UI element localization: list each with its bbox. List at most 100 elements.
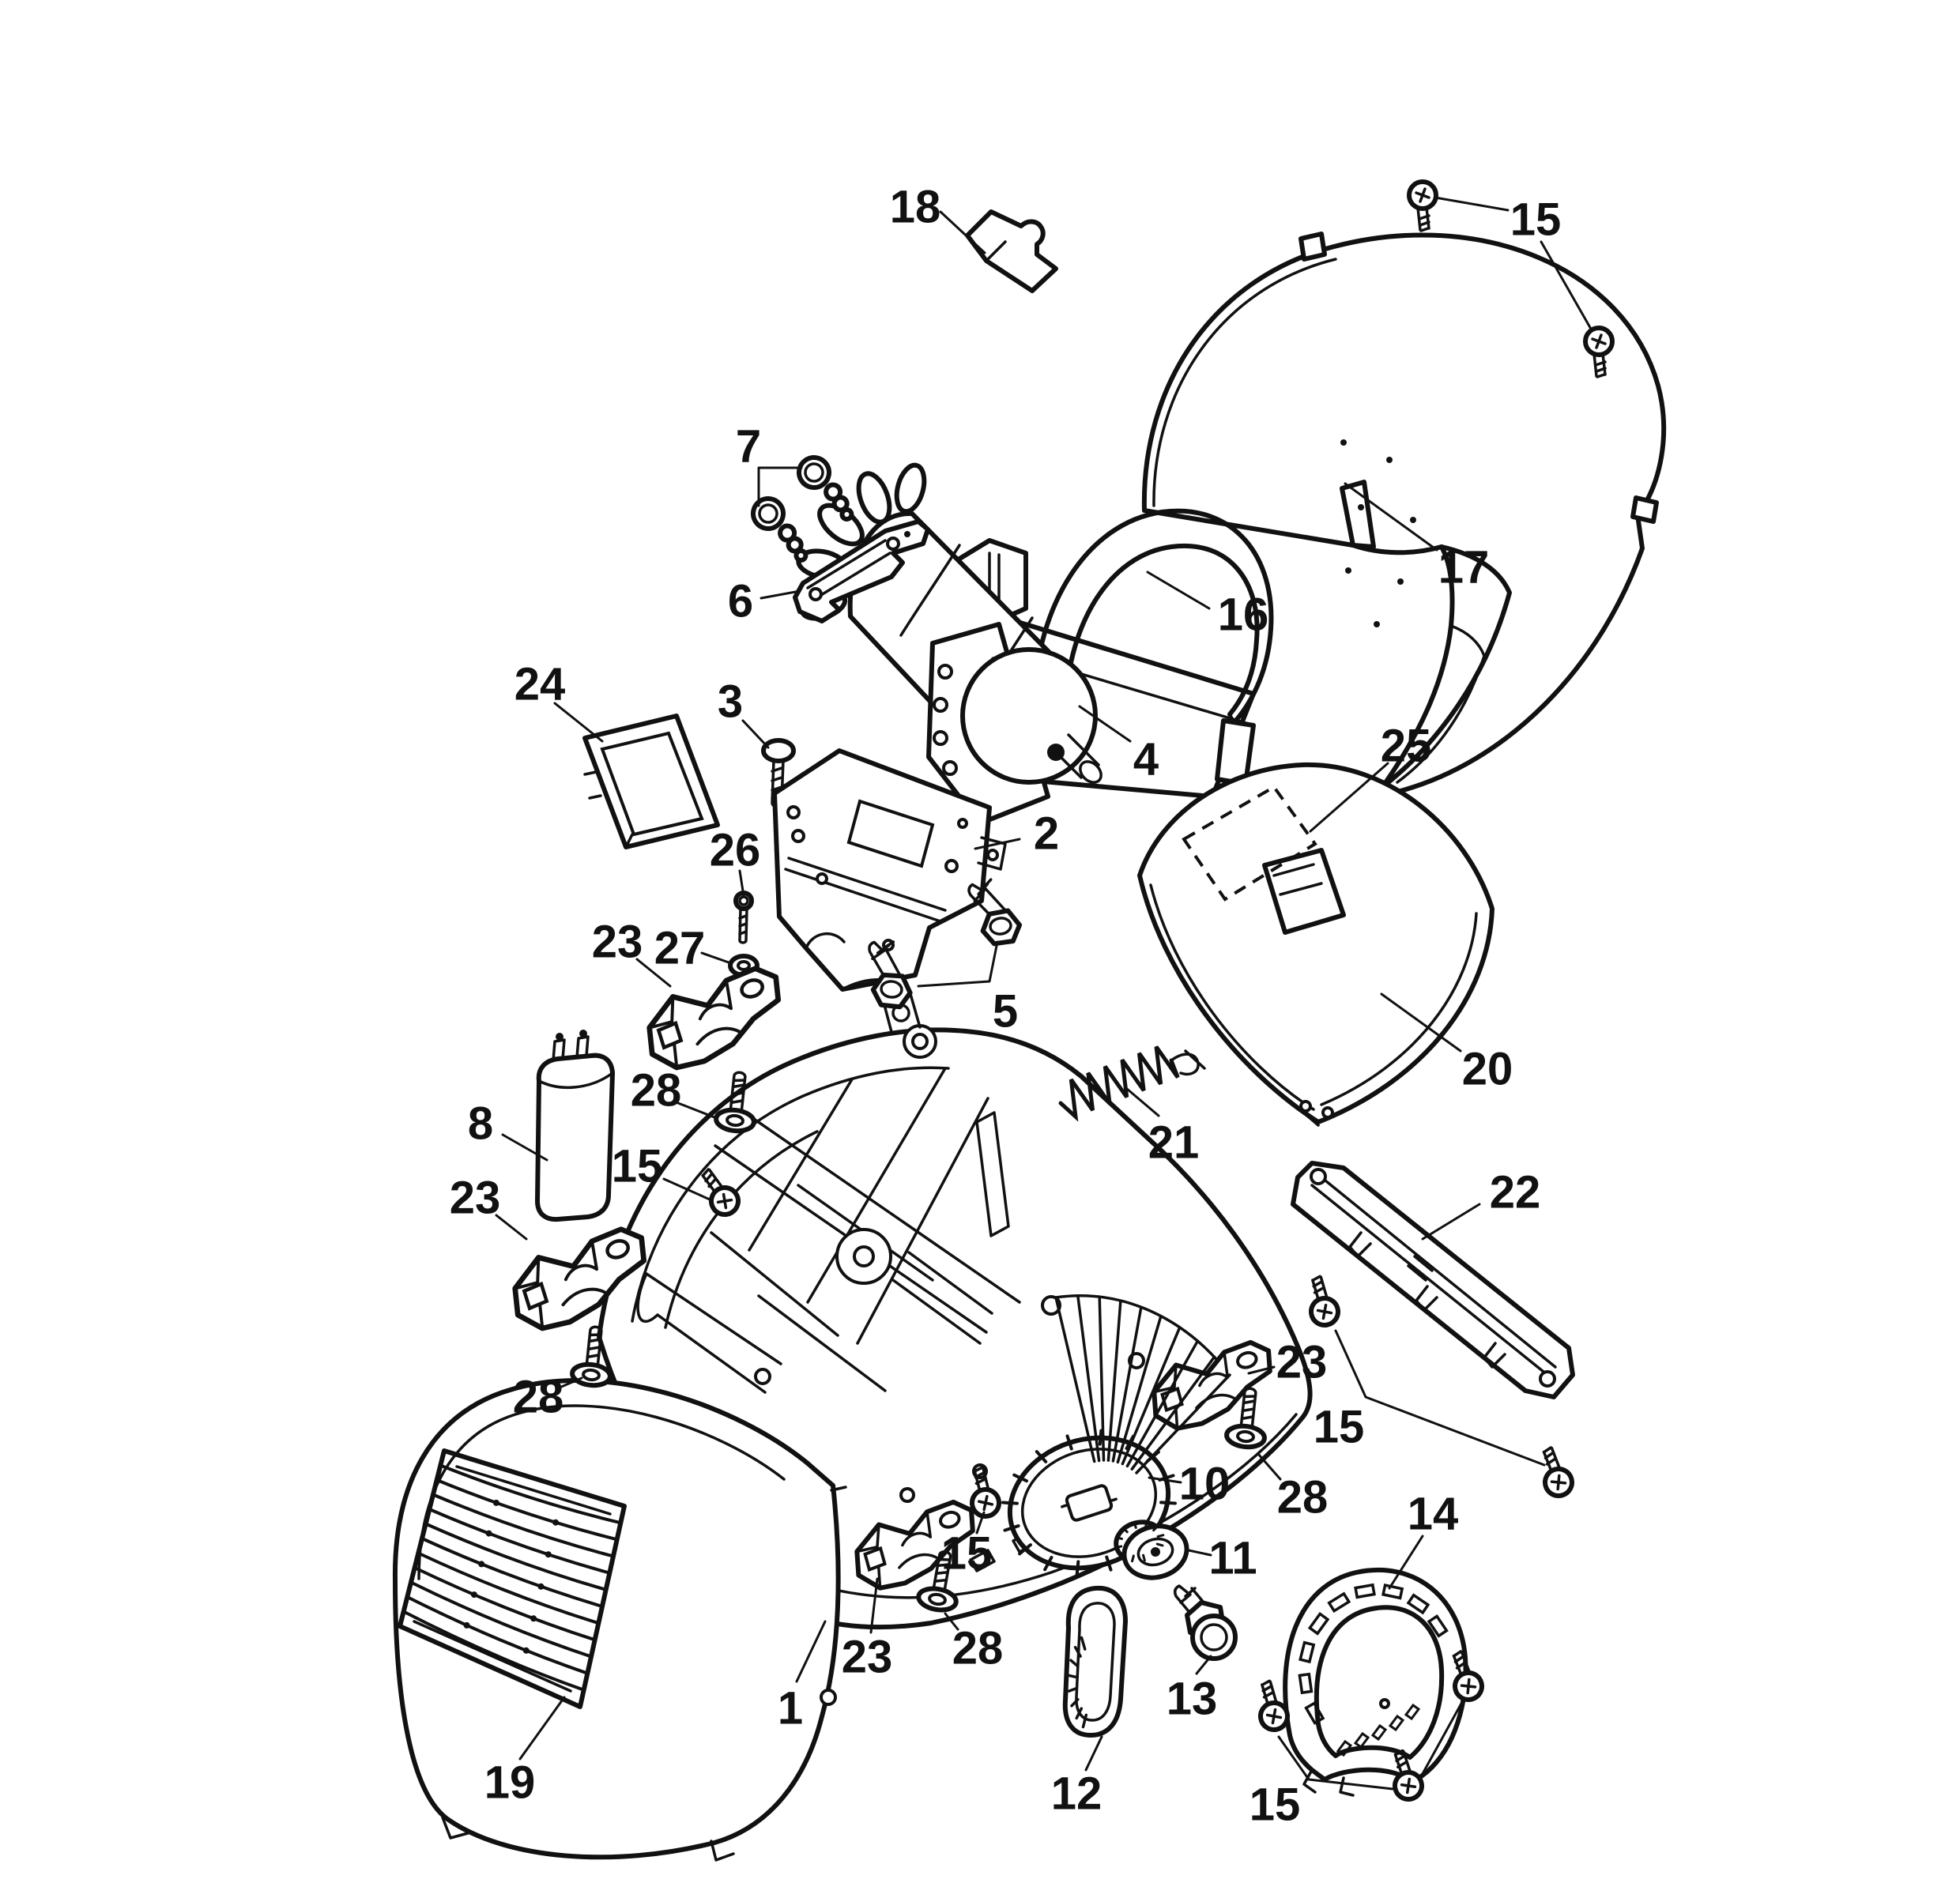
detail-line: [435, 1478, 619, 1542]
part-17-rear-hood: [1141, 232, 1667, 797]
part-12-drive-belt: [1062, 1585, 1128, 1738]
detail-line: [1121, 1326, 1182, 1466]
detail-line: [1098, 1429, 1103, 1446]
detail-line: [1115, 1536, 1123, 1540]
leader-line-20: [1380, 992, 1462, 1053]
part-15-screw: [1305, 1275, 1340, 1327]
leader-line-4: [1078, 705, 1132, 743]
callout-3-screw: 3: [718, 676, 743, 728]
leader-line-3: [741, 719, 770, 749]
detail-line: [1003, 1524, 1020, 1532]
leader-line-23: [635, 958, 672, 988]
detail-line: [1307, 1611, 1330, 1636]
grille-dot: [530, 1615, 537, 1622]
part-7-screw: [746, 496, 814, 561]
part-13-flange-bolt: [1173, 1584, 1238, 1661]
callout-2-motor-mount-plate: 2: [1034, 808, 1059, 860]
leader-line-23: [495, 1214, 528, 1241]
callout-8-capacitor: 8: [468, 1098, 493, 1150]
leader-line-22: [1421, 1203, 1481, 1241]
callout-15-screw: 15: [1250, 1779, 1301, 1831]
detail-line: [1130, 1355, 1216, 1471]
callout-23-clamp-bracket: 23: [842, 1632, 893, 1683]
grille-dot: [463, 1621, 470, 1629]
leader-line-19: [518, 1696, 566, 1761]
detail-line: [1035, 1450, 1048, 1463]
part-24-filter-frame: [582, 714, 720, 849]
leader-line-28: [558, 1376, 583, 1389]
leader-line-15: [1540, 240, 1593, 332]
detail-line: [413, 1566, 597, 1642]
grille-dot: [470, 1591, 477, 1599]
callout-26-screw-small: 26: [710, 825, 761, 876]
detail-line: [420, 1537, 604, 1608]
callout-11-motor-pulley: 11: [1208, 1533, 1257, 1584]
detail-line: [1105, 1555, 1113, 1572]
detail-line: [1075, 1560, 1080, 1577]
detail-line: [1144, 1520, 1148, 1529]
detail-line: [1054, 1296, 1096, 1463]
detail-line: [1073, 1645, 1082, 1658]
detail-line: [1001, 1501, 1019, 1505]
detail-line: [1304, 1701, 1325, 1725]
part-22-retainer-rail: [1291, 1161, 1575, 1399]
leader-line-10: [1148, 1476, 1182, 1484]
detail-line: [1125, 1339, 1200, 1468]
grille-dot: [478, 1561, 485, 1568]
callout-23-clamp-bracket: 23: [450, 1173, 501, 1224]
detail-line: [1159, 1501, 1177, 1505]
part-15-screw: [1536, 1444, 1575, 1499]
leader-line-28: [677, 1102, 716, 1119]
parts-layer: [392, 182, 1667, 1862]
detail-line: [1075, 1707, 1084, 1720]
leader-line-24: [553, 702, 604, 743]
callout-17-rear-hood: 17: [1438, 542, 1490, 593]
leader-line-28: [1257, 1452, 1282, 1481]
detail-line: [409, 1580, 593, 1659]
leader-line-25: [1309, 762, 1389, 833]
leader-line-23: [869, 1577, 879, 1634]
detail-line: [1354, 1583, 1376, 1599]
detail-line: [405, 1595, 590, 1675]
leader-line-15: [975, 1511, 986, 1535]
callout-15-screw: 15: [1314, 1402, 1365, 1453]
part-26-screw-small: [733, 891, 754, 944]
detail-line: [416, 1551, 601, 1625]
part-15-screw: [1409, 182, 1436, 231]
part-5-carriage-bolt: [968, 876, 1022, 946]
detail-line: [1076, 1294, 1101, 1463]
leader-line-27: [700, 951, 730, 964]
detail-line: [1069, 1659, 1079, 1667]
callout-15-screw: 15: [941, 1528, 993, 1580]
callout-24-filter-frame: 24: [514, 659, 566, 710]
callout-5-carriage-bolts: 5: [993, 986, 1018, 1037]
callout-28-shoulder-screw: 28: [513, 1372, 564, 1423]
callout-18-latch-clip: 18: [890, 182, 941, 233]
callout-15-screw: 15: [612, 1141, 663, 1192]
callout-10-fan-gear: 10: [1179, 1459, 1231, 1510]
part-7-screw: [792, 455, 860, 520]
leader-line-17: [1344, 482, 1438, 552]
callout-15-screw: 15: [1510, 194, 1562, 246]
detail-line: [1155, 1542, 1164, 1547]
detail-line: [1116, 1314, 1163, 1464]
detail-line: [1298, 1640, 1316, 1664]
leader-line-23: [1247, 1365, 1276, 1375]
detail-line: [1133, 1521, 1137, 1529]
detail-line: [1388, 1714, 1405, 1732]
detail-line: [1081, 1713, 1088, 1729]
callout-22-retainer-rail: 22: [1490, 1167, 1541, 1218]
callout-7-mounting-screws: 7: [736, 421, 761, 473]
leader-line-8: [501, 1133, 548, 1162]
detail-line: [1135, 1373, 1231, 1474]
detail-line: [1404, 1703, 1421, 1721]
detail-line: [1106, 1299, 1122, 1462]
leader-line-15: [662, 1177, 711, 1201]
detail-line: [1353, 1731, 1370, 1749]
grille-dot: [522, 1647, 530, 1654]
grille-dot: [485, 1530, 492, 1537]
detail-line: [1151, 1550, 1157, 1557]
part-11-motor-pulley: [1114, 1520, 1189, 1580]
leader-line-12: [1084, 1735, 1103, 1772]
detail-line: [1067, 1687, 1078, 1693]
